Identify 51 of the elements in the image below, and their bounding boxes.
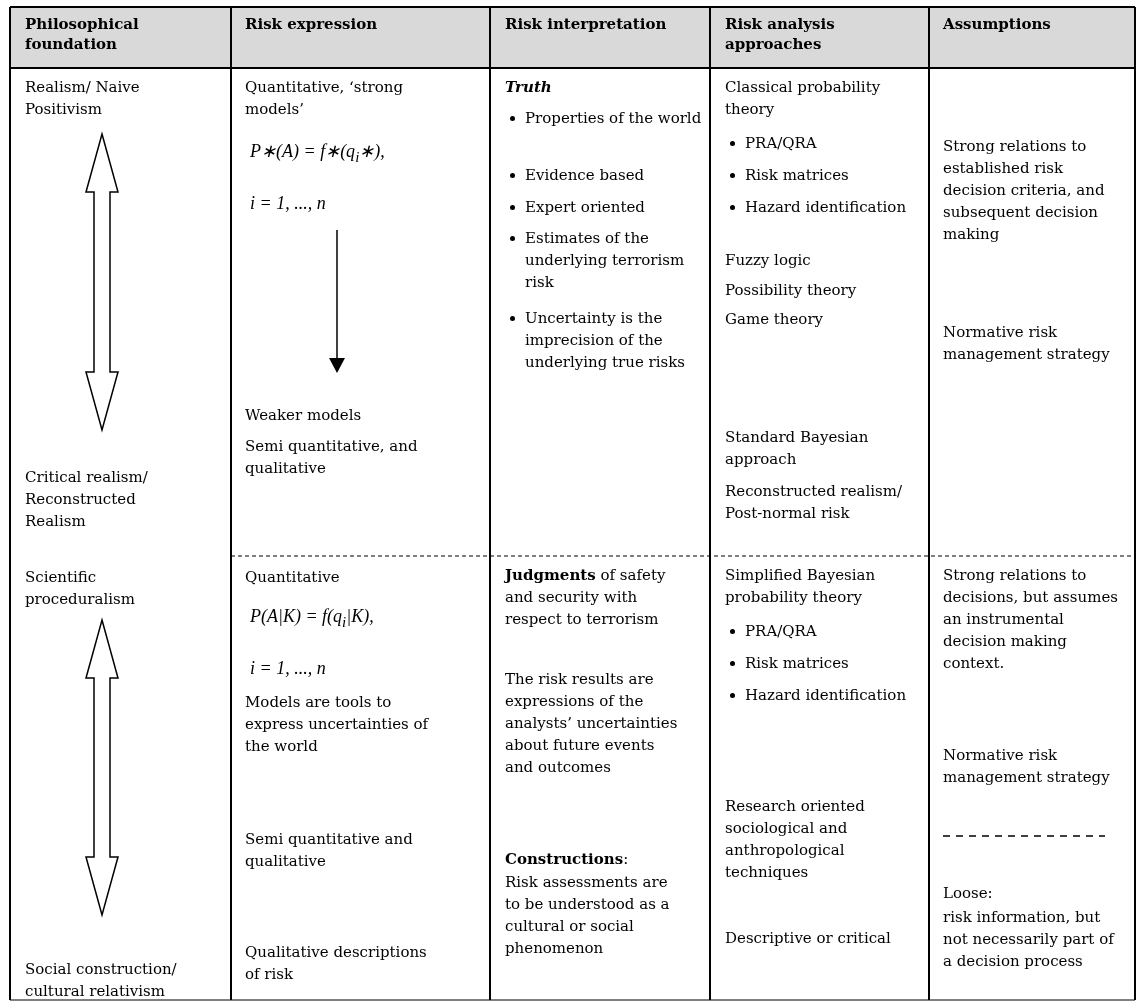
cell-text: Fuzzy logic [725,250,812,271]
cell-text: Scientific proceduralism [25,567,136,610]
cell-text: Social construction/ cultural relativism [25,959,178,1002]
cell-text: Quantitative, ‘strong models’ [245,77,405,120]
column-header: Philosophical foundation [25,14,140,54]
bullet-item: Hazard identification [725,196,935,218]
cell-text: Reconstructed realism/ Post-normal risk [725,481,904,524]
bullet-item: PRA/QRA [725,132,935,154]
cell-text: risk information, but not necessarily part of a decision process [943,907,1116,972]
bullet-item: Evidence based [505,164,710,186]
cell-text: Normative risk management strategy [943,745,1111,788]
bullet-item: Hazard identification [725,684,935,706]
cell-text: The risk results are expressions of the analysts’ uncertainties about future events and outcomes [505,669,679,778]
bullet-item: Risk matrices [725,164,935,186]
cell-text: Descriptive or critical [725,928,892,949]
cell-text: Semi quantitative, and qualitative [245,436,419,479]
cell-text: Critical realism/ Reconstructed Realism [25,467,149,532]
cell-heading: Truth [505,77,553,98]
bullet-item: PRA/QRA [725,620,935,642]
cell-text: Standard Bayesian approach [725,427,870,470]
cell-text: Semi quantitative and qualitative [245,829,414,872]
bullet-item: Uncertainty is the imprecision of the underlying true risks [505,307,710,373]
cell-text: Constructions: [505,849,630,870]
cell-text: Possibility theory [725,280,858,301]
cell-text: Quantitative [245,567,341,588]
cell-text: Research oriented sociological and anthropological techniques [725,796,866,883]
cell-text: Judgments of safety and security with respect to terrorism [505,565,667,630]
cell-text: Game theory [725,309,825,330]
formula: P∗(A) = f∗(q$_{i}$∗), [250,140,386,167]
formula: i = 1, ..., n [250,192,327,214]
cell-text: Qualitative descriptions of risk [245,942,428,985]
bullet-item: Properties of the world [505,107,710,129]
cell-text: Weaker models [245,405,363,426]
formula: P(A|K) = f(q$_{i}$|K), [250,605,375,632]
bullet-item: Risk matrices [725,652,935,674]
cell-text: Realism/ Naive Positivism [25,77,141,120]
cell-text: Loose: [943,883,994,904]
bullet-item: Expert oriented [505,196,710,218]
cell-text: Classical probability theory [725,77,882,120]
cell-text: Simplified Bayesian probability theory [725,565,877,608]
formula: i = 1, ..., n [250,657,327,679]
column-header: Risk expression [245,14,379,34]
cell-text: Strong relations to established risk decision criteria, and subsequent decision making [943,136,1106,245]
bullet-item: Estimates of the underlying terrorism risk [505,227,710,293]
column-header: Assumptions [943,14,1052,34]
cell-text: Risk assessments are to be understood as a cultural or social phenomenon [505,872,671,959]
cell-text: Models are tools to express uncertainties of the world [245,692,430,757]
cell-text: Strong relations to decisions, but assumes an instrumental decision making context. [943,565,1118,674]
column-header: Risk analysis approaches [725,14,836,54]
cell-text: Normative risk management strategy [943,322,1111,365]
column-header: Risk interpretation [505,14,668,34]
